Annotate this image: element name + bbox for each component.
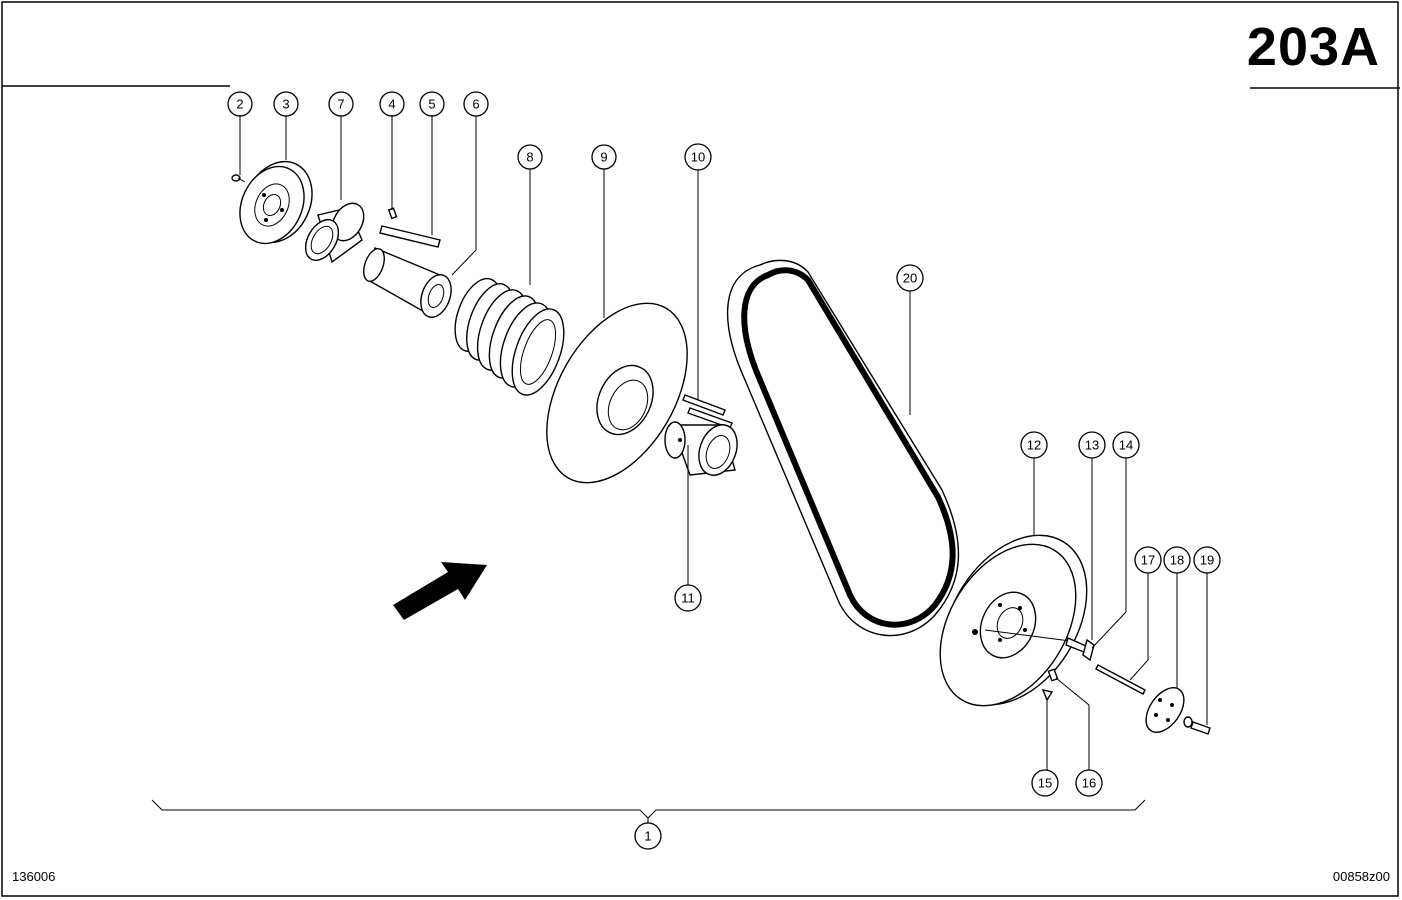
part-sheave-9 (546, 302, 688, 484)
callout-9: 9 (591, 144, 617, 170)
svg-text:2: 2 (236, 97, 243, 112)
part-screw-2 (231, 174, 246, 183)
callout-10: 10 (684, 143, 712, 171)
callout-2: 2 (227, 91, 253, 117)
callout-20: 20 (896, 264, 924, 292)
callout-5: 5 (419, 91, 445, 117)
svg-text:5: 5 (428, 97, 435, 112)
part-hub-6 (363, 247, 452, 318)
part-bolt-19 (1183, 716, 1211, 735)
drawing-number-right: 00858z00 (1332, 869, 1390, 884)
svg-text:12: 12 (1027, 438, 1041, 453)
part-bushing-7 (304, 202, 365, 264)
svg-text:1: 1 (644, 829, 651, 844)
svg-text:14: 14 (1119, 438, 1133, 453)
svg-text:10: 10 (691, 150, 705, 165)
part-spring-8 (454, 277, 565, 396)
page-title: 203A (1246, 17, 1380, 77)
svg-text:15: 15 (1038, 776, 1052, 791)
callout-7: 7 (328, 91, 354, 117)
part-rod-17 (1095, 664, 1146, 695)
callout-14: 14 (1112, 431, 1140, 459)
part-key-5 (379, 225, 441, 248)
callout-4: 4 (379, 91, 405, 117)
svg-text:7: 7 (337, 97, 344, 112)
part-cone-15 (1041, 689, 1054, 770)
callout-18: 18 (1163, 546, 1191, 574)
assembly-bracket (151, 799, 1146, 823)
leader-lines (239, 116, 1208, 770)
part-setscrew-16 (1047, 668, 1059, 682)
drawing-number-left: 136006 (12, 869, 56, 884)
callout-8: 8 (517, 144, 543, 170)
svg-text:13: 13 (1085, 438, 1099, 453)
callout-12: 12 (1020, 431, 1048, 459)
part-fixed-sheave-12 (939, 534, 1088, 707)
svg-text:9: 9 (600, 150, 607, 165)
svg-text:18: 18 (1170, 553, 1184, 568)
part-pulley-disc-3 (239, 160, 313, 245)
callout-15: 15 (1031, 769, 1059, 797)
svg-text:8: 8 (526, 150, 533, 165)
svg-text:6: 6 (472, 97, 479, 112)
part-plate-18 (1145, 687, 1185, 733)
part-pin-4 (387, 207, 398, 220)
callout-1: 1 (634, 822, 662, 850)
callout-6: 6 (463, 91, 489, 117)
svg-text:20: 20 (903, 271, 917, 286)
callout-13: 13 (1078, 431, 1106, 459)
callout-17: 17 (1134, 546, 1162, 574)
svg-text:19: 19 (1200, 553, 1214, 568)
part-vbelt-20 (727, 259, 960, 637)
callout-3: 3 (273, 91, 299, 117)
svg-text:16: 16 (1082, 776, 1096, 791)
svg-text:11: 11 (681, 591, 695, 606)
part-keys-10 (682, 394, 733, 429)
svg-text:4: 4 (388, 97, 395, 112)
part-sleeve-11 (664, 421, 738, 476)
part-washer-14 (1082, 638, 1095, 662)
direction-arrow-icon (393, 562, 487, 620)
callout-11: 11 (674, 584, 702, 612)
callout-16: 16 (1075, 769, 1103, 797)
callout-19: 19 (1193, 546, 1221, 574)
svg-text:17: 17 (1141, 553, 1155, 568)
svg-text:3: 3 (282, 97, 289, 112)
